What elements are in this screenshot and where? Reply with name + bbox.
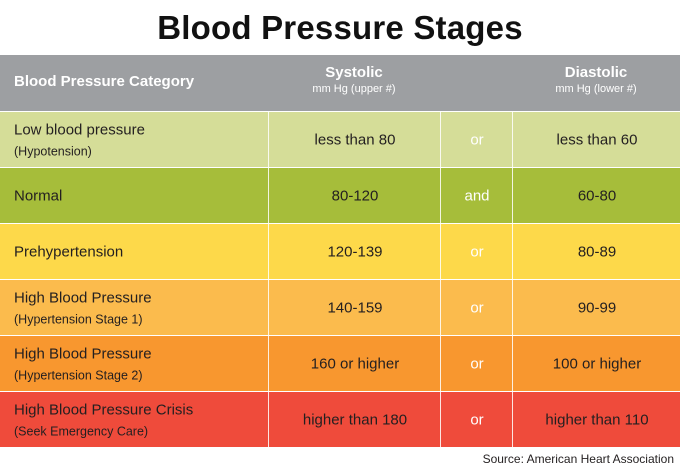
category-name: High Blood Pressure (14, 289, 152, 306)
header-category-cell: Blood Pressure Category (0, 55, 268, 111)
systolic-cell: 120-139 (268, 224, 441, 279)
category-name: High Blood Pressure (14, 345, 152, 362)
category: High Blood Pressure (Hypertension Stage 2… (14, 343, 152, 384)
diastolic-value: 90-99 (577, 299, 617, 316)
systolic-value: 140-159 (327, 299, 383, 316)
systolic-cell: 160 or higher (268, 336, 441, 391)
table-header: Blood Pressure Category Systolic mm Hg (… (0, 55, 680, 111)
category-name: Low blood pressure (14, 121, 145, 138)
table-row: High Blood Pressure (Hypertension Stage 2… (0, 335, 680, 391)
header-diastolic-cell: Diastolic mm Hg (lower #) (512, 55, 680, 120)
conjunction: or (470, 355, 484, 372)
conjunction: or (470, 243, 484, 260)
header-category-label: Blood Pressure Category (14, 73, 195, 90)
diastolic-value: 80-89 (577, 243, 617, 260)
conjunction: and (464, 187, 490, 204)
systolic-value: 160 or higher (310, 355, 400, 372)
category-cell: High Blood Pressure (Hypertension Stage 1… (0, 280, 268, 335)
systolic-value: less than 80 (314, 131, 396, 148)
conjunction-cell: or (440, 336, 513, 391)
category-note: (Hypotension) (14, 144, 92, 158)
diastolic-cell: 60-80 (512, 168, 680, 223)
diastolic-value: 100 or higher (552, 355, 642, 372)
header-diastolic-label: Diastolic (564, 64, 628, 81)
category-note: (Hypertension Stage 2) (14, 368, 143, 382)
conjunction: or (470, 131, 484, 148)
header-conjunction-cell (440, 55, 512, 111)
conjunction: or (470, 299, 484, 316)
category: High Blood Pressure (Hypertension Stage 1… (14, 287, 152, 328)
diastolic-cell: less than 60 (512, 112, 680, 167)
source-credit: Source: American Heart Association (482, 452, 674, 466)
systolic-cell: less than 80 (268, 112, 441, 167)
systolic-value: 120-139 (327, 243, 383, 260)
category-cell: High Blood Pressure Crisis (Seek Emergenc… (0, 392, 268, 447)
diastolic-value: 60-80 (577, 187, 617, 204)
header-systolic-label: Systolic (325, 64, 383, 81)
diastolic-value: higher than 110 (545, 411, 649, 428)
table-row: Normal 80-120 and 60-80 (0, 167, 680, 223)
conjunction-cell: or (440, 392, 513, 447)
category-name: Prehypertension (14, 243, 124, 260)
category-cell: Low blood pressure (Hypotension) (0, 112, 268, 167)
table-row: Low blood pressure (Hypotension) less than… (0, 111, 680, 167)
conjunction-cell: or (440, 112, 513, 167)
header-systolic-unit: mm Hg (upper #) (312, 83, 396, 95)
category-cell: Prehypertension (0, 224, 268, 279)
diastolic-value: less than 60 (556, 131, 638, 148)
category-cell: Normal (0, 168, 268, 223)
systolic-cell: 140-159 (268, 280, 441, 335)
conjunction-cell: or (440, 280, 513, 335)
category-note: (Hypertension Stage 1) (14, 312, 143, 326)
systolic-cell: 80-120 (268, 168, 441, 223)
table-row: High Blood Pressure (Hypertension Stage 1… (0, 279, 680, 335)
category: Prehypertension (14, 241, 123, 262)
page-title: Blood Pressure Stages (157, 9, 523, 46)
table-row: Prehypertension 120-139 or 80-89 (0, 223, 680, 279)
category-name: High Blood Pressure Crisis (14, 401, 194, 418)
category-name: Normal (14, 187, 63, 204)
diastolic-cell: 80-89 (512, 224, 680, 279)
category: Normal (14, 185, 62, 206)
table-row: High Blood Pressure Crisis (Seek Emergenc… (0, 391, 680, 447)
category-note: (Seek Emergency Care) (14, 424, 149, 438)
category: Low blood pressure (Hypotension) (14, 119, 145, 160)
blood-pressure-table: Blood Pressure Category Systolic mm Hg (… (0, 55, 680, 447)
conjunction-cell: and (440, 168, 513, 223)
header-systolic-cell: Systolic mm Hg (upper #) (268, 55, 440, 120)
systolic-value: higher than 180 (302, 411, 408, 428)
systolic-value: 80-120 (331, 187, 379, 204)
diastolic-cell: higher than 110 (512, 392, 680, 447)
conjunction-cell: or (440, 224, 513, 279)
category: High Blood Pressure Crisis (Seek Emergenc… (14, 399, 193, 440)
diastolic-cell: 90-99 (512, 280, 680, 335)
conjunction: or (470, 411, 484, 428)
category-cell: High Blood Pressure (Hypertension Stage 2… (0, 336, 268, 391)
systolic-cell: higher than 180 (268, 392, 441, 447)
header-diastolic-unit: mm Hg (lower #) (555, 83, 637, 95)
diastolic-cell: 100 or higher (512, 336, 680, 391)
